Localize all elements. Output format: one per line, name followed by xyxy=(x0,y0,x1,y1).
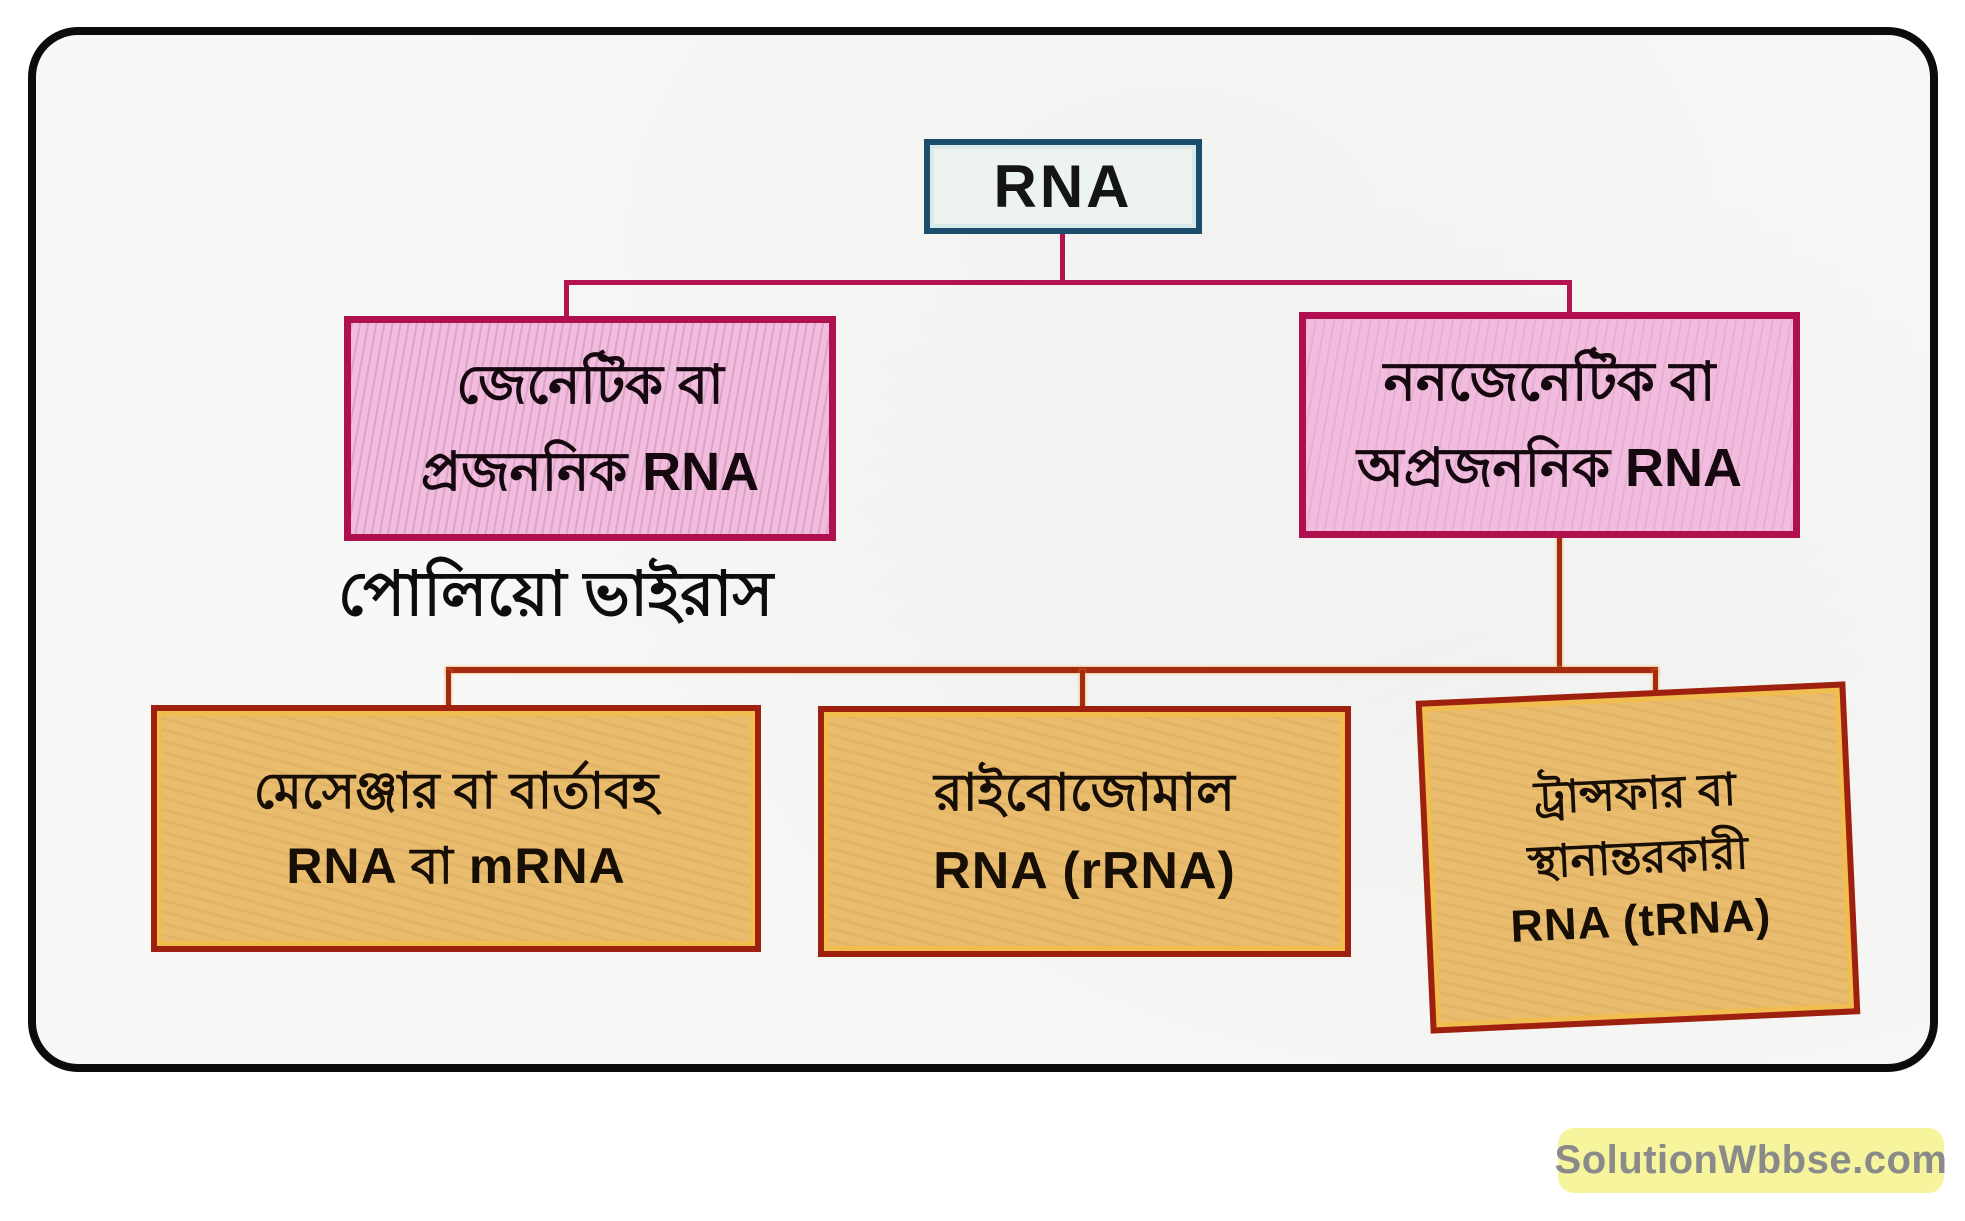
node-nongenetic-rna-line2: অপ্রজননিক RNA xyxy=(1356,438,1743,498)
watermark-badge: SolutionWbbse.com xyxy=(1555,1128,1947,1193)
node-genetic-rna-line2: প্রজননিক RNA xyxy=(420,441,760,502)
connector-level1-hbar xyxy=(564,280,1572,285)
node-mrna: মেসেঞ্জার বা বার্তাবহ RNA বা mRNA xyxy=(151,705,761,952)
node-nongenetic-rna-line1: ননজেনেটিক বা xyxy=(1383,351,1716,412)
connector-drop-nongenetic xyxy=(1567,282,1572,316)
polio-virus-annotation: পোলিয়ো ভাইরাস xyxy=(338,560,774,629)
connector-drop-genetic xyxy=(564,282,569,320)
connector-drop-trna xyxy=(1653,670,1658,696)
diagram-frame: RNA জেনেটিক বা প্রজননিক RNA ননজেনেটিক বা… xyxy=(28,27,1938,1072)
node-trna-line2: স্থানান্তরকারী xyxy=(1526,826,1750,888)
node-rrna-line1: রাইবোজোমাল xyxy=(934,763,1235,822)
node-rna-root: RNA xyxy=(924,139,1202,234)
node-genetic-rna-line1: জেনেটিক বা xyxy=(456,355,724,416)
connector-drop-mrna xyxy=(446,670,451,710)
node-trna: ট্রান্সফার বা স্থানান্তরকারী RNA (tRNA) xyxy=(1415,681,1861,1034)
node-rrna: রাইবোজোমাল RNA (rRNA) xyxy=(818,706,1351,957)
node-rna-root-label: RNA xyxy=(993,153,1133,220)
connector-nongenetic-stem xyxy=(1557,538,1562,671)
connector-drop-rrna xyxy=(1080,670,1085,712)
node-trna-line1: ট্রান্সফার বা xyxy=(1533,763,1737,824)
node-mrna-line1: মেসেঞ্জার বা বার্তাবহ xyxy=(253,762,659,819)
node-nongenetic-rna: ননজেনেটিক বা অপ্রজননিক RNA xyxy=(1299,312,1800,538)
connector-root-stem xyxy=(1060,232,1065,284)
node-rrna-line2: RNA (rRNA) xyxy=(933,841,1236,900)
node-trna-line3: RNA (tRNA) xyxy=(1509,889,1773,953)
node-genetic-rna: জেনেটিক বা প্রজননিক RNA xyxy=(344,316,836,541)
connector-level2-hbar xyxy=(446,667,1658,673)
node-mrna-line2: RNA বা mRNA xyxy=(286,837,626,894)
